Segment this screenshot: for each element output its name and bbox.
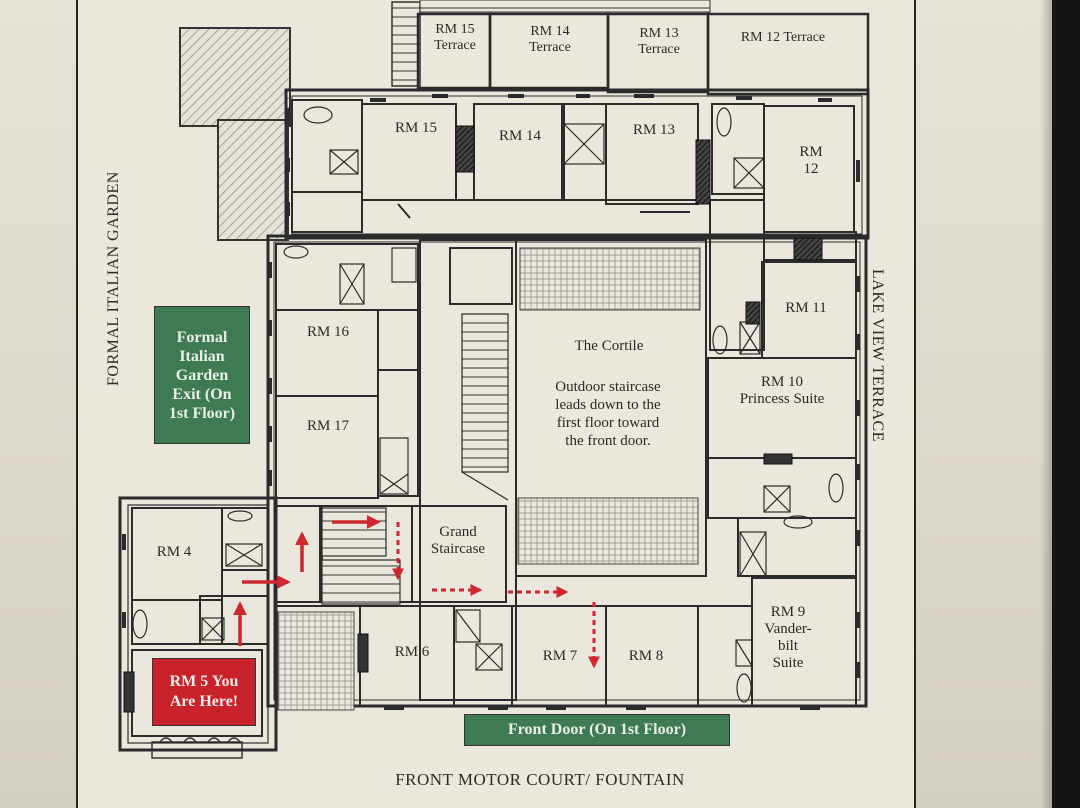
room-rm16: RM 16 bbox=[306, 324, 350, 340]
room-rm12: RM 12 bbox=[786, 144, 836, 178]
cortile-line: Outdoor staircase bbox=[555, 379, 661, 395]
room-label: RM 9 bbox=[770, 604, 806, 620]
callout-line: RM 5 You bbox=[169, 673, 239, 690]
room-rm17: RM 17 bbox=[306, 418, 350, 434]
callout-line: 1st Floor) bbox=[168, 404, 236, 422]
side-label-bottom: FRONT MOTOR COURT/ FOUNTAIN bbox=[395, 770, 685, 789]
room-label: RM 15 bbox=[435, 22, 475, 37]
room-rm6: RM 6 bbox=[394, 644, 430, 660]
side-label-right: LAKE VIEW TERRACE bbox=[869, 269, 886, 442]
top-roof-stairs bbox=[391, 0, 711, 87]
room-rm8: RM 8 bbox=[628, 648, 664, 664]
room-label: Terrace bbox=[529, 40, 571, 55]
red-arrow-icon bbox=[392, 522, 600, 669]
room-rm14-terrace: RM 14 Terrace bbox=[505, 24, 595, 56]
interior-walls bbox=[131, 99, 857, 737]
callout-line: Garden bbox=[175, 366, 229, 384]
room-label: RM 10 bbox=[760, 374, 804, 390]
room-label: 12 bbox=[803, 161, 819, 177]
roof-wing bbox=[179, 27, 291, 241]
cortile-line: the front door. bbox=[565, 433, 651, 449]
room-rm15-terrace: RM 15 Terrace bbox=[420, 22, 490, 54]
room-label: Grand bbox=[439, 524, 477, 540]
cortile-description: Outdoor staircase leads down to the firs… bbox=[528, 378, 688, 450]
callout-line: Italian bbox=[179, 347, 225, 365]
callout-line: Formal bbox=[176, 328, 228, 346]
window-ticks bbox=[122, 94, 860, 710]
callout-line: Exit (On bbox=[172, 385, 232, 403]
room-rm7: RM 7 bbox=[542, 648, 578, 664]
side-label-left: FORMAL ITALIAN GARDEN bbox=[105, 171, 122, 386]
room-rm9: RM 9 Vander- bilt Suite bbox=[758, 604, 818, 672]
room-label: Vander- bbox=[764, 621, 812, 637]
room-label: RM 13 bbox=[639, 26, 679, 41]
staircase-icon bbox=[321, 313, 509, 605]
terrace-row bbox=[416, 12, 870, 96]
cortile-line: leads down to the bbox=[555, 397, 661, 413]
room-rm10: RM 10 Princess Suite bbox=[722, 374, 842, 408]
you-are-here-callout: RM 5 You Are Here! bbox=[152, 658, 256, 726]
room-rm13: RM 13 bbox=[632, 122, 676, 138]
cortile-title: The Cortile bbox=[574, 338, 644, 354]
room-rm15: RM 15 bbox=[394, 120, 438, 136]
balcony bbox=[151, 737, 243, 759]
red-arrow-icon bbox=[233, 515, 381, 646]
room-label: bilt bbox=[777, 638, 798, 654]
room-label: Terrace bbox=[434, 38, 476, 53]
room-rm12-terrace: RM 12 Terrace bbox=[740, 30, 826, 45]
bathtub-icon bbox=[132, 106, 844, 703]
room-rm14: RM 14 bbox=[498, 128, 542, 144]
room-label: Suite bbox=[772, 655, 804, 671]
cortile-grille bbox=[277, 247, 701, 711]
room-rm13-terrace: RM 13 Terrace bbox=[614, 26, 704, 58]
garden-exit-callout: Formal Italian Garden Exit (On 1st Floor… bbox=[154, 306, 250, 444]
callout-line: Are Here! bbox=[169, 693, 239, 710]
room-label: Terrace bbox=[638, 42, 680, 57]
room-rm4: RM 4 bbox=[156, 544, 192, 560]
room-label: RM bbox=[799, 144, 823, 160]
room-rm11: RM 11 bbox=[785, 300, 827, 316]
room-label: Staircase bbox=[430, 541, 486, 557]
frame-shadow bbox=[1040, 0, 1054, 808]
room-label: Princess Suite bbox=[739, 391, 825, 407]
frame-edge bbox=[1052, 0, 1080, 808]
front-door-callout: Front Door (On 1st Floor) bbox=[464, 714, 730, 746]
grand-staircase-label: Grand Staircase bbox=[418, 524, 498, 558]
chimney-blocks bbox=[123, 125, 823, 713]
cortile-line: first floor toward bbox=[556, 415, 660, 431]
room-label: RM 14 bbox=[530, 24, 570, 39]
